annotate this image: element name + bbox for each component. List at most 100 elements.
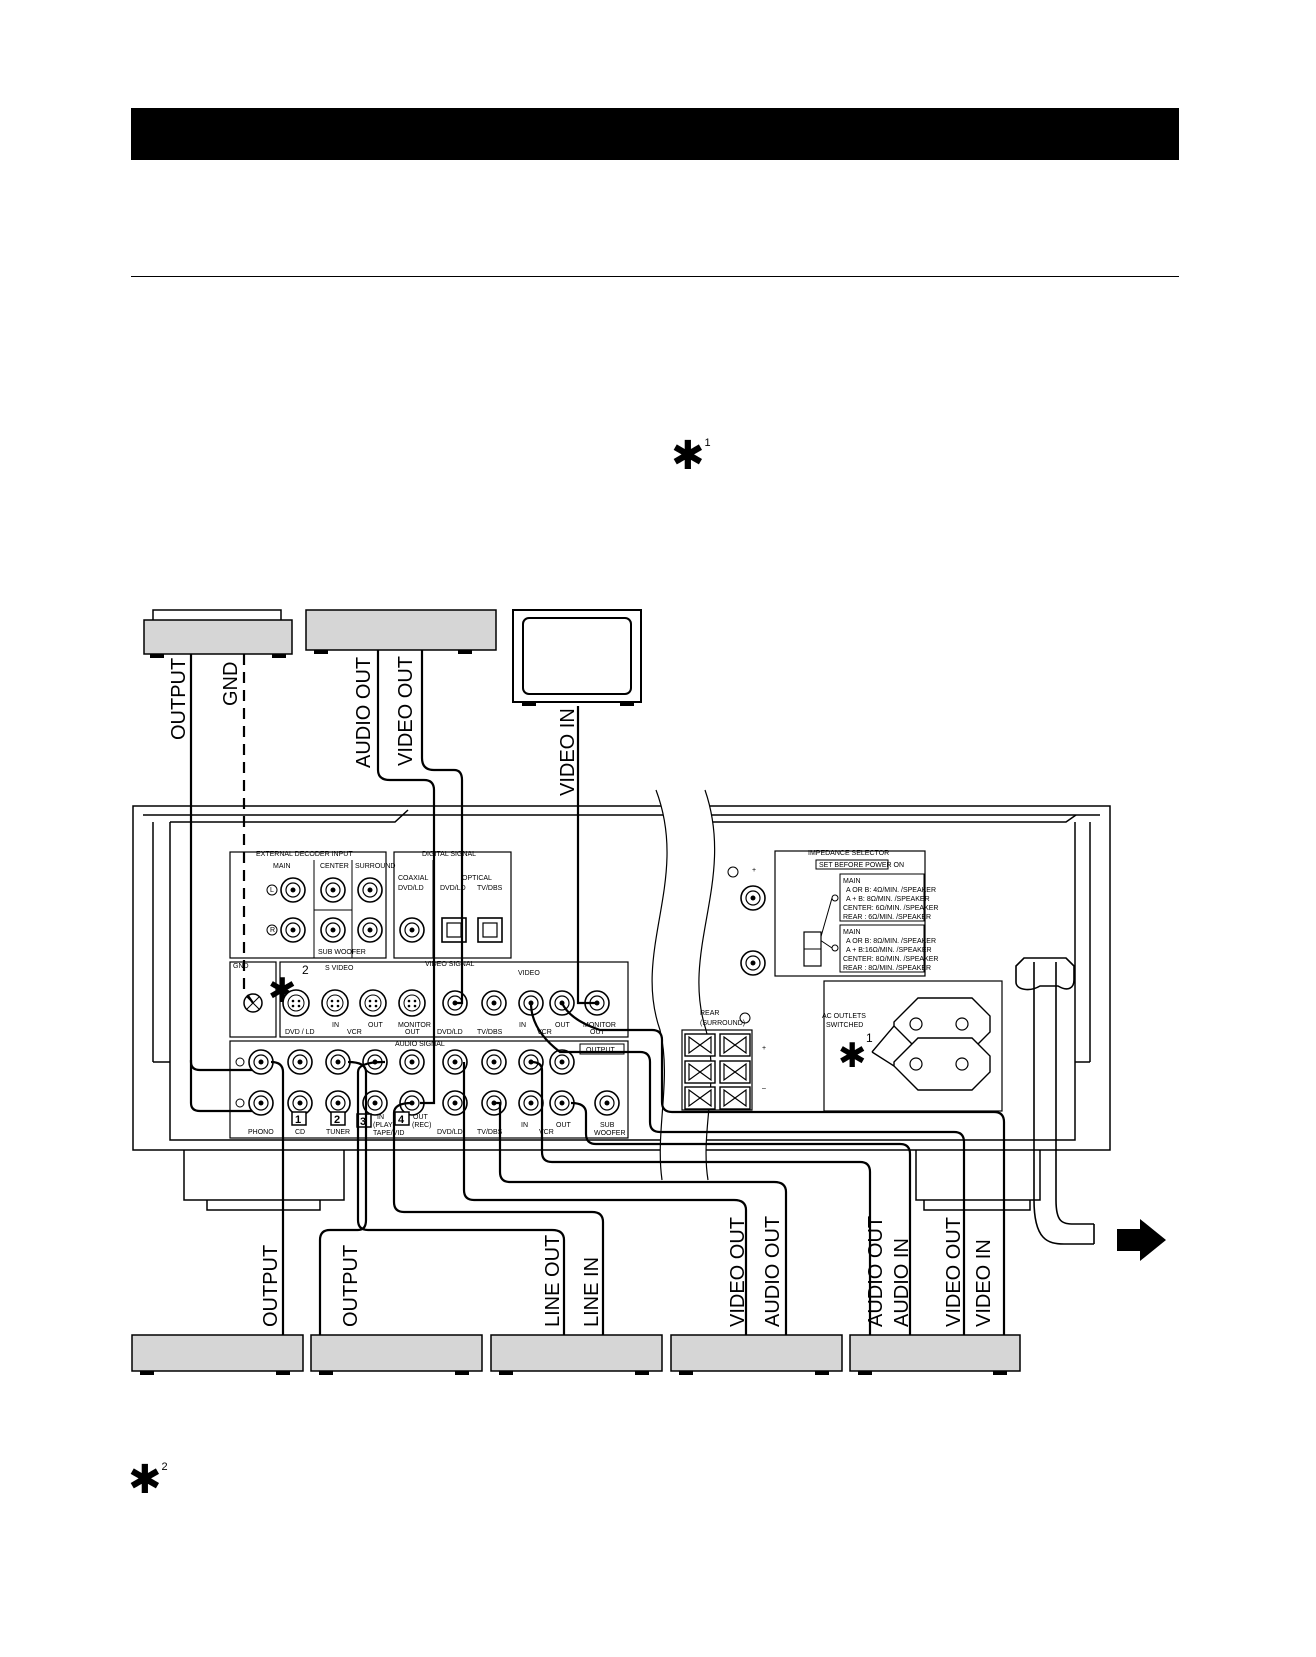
svg-text:DVD/LD: DVD/LD xyxy=(437,1029,463,1036)
svg-text:IN: IN xyxy=(377,1114,384,1121)
svg-text:IN: IN xyxy=(519,1022,526,1029)
svg-text:DVD/LD: DVD/LD xyxy=(437,1129,463,1136)
svg-text:TUNER: TUNER xyxy=(326,1129,350,1136)
svg-text:IN: IN xyxy=(521,1122,528,1129)
vcr-device xyxy=(849,1334,1021,1375)
svg-text:VIDEO: VIDEO xyxy=(518,970,540,977)
svg-text:VCR: VCR xyxy=(347,1029,362,1036)
svg-text:MAIN: MAIN xyxy=(273,863,291,870)
vcr-video-in-label: VIDEO IN xyxy=(973,1239,995,1327)
vcr-top-video-out-label: VIDEO OUT xyxy=(395,656,417,766)
svg-text:VCR: VCR xyxy=(539,1129,554,1136)
vcr-top-device xyxy=(305,609,497,654)
svg-text:VCR: VCR xyxy=(537,1029,552,1036)
video-signal-section: S VIDEO VIDEO SIGNAL VIDEO DVD / LD IN V… xyxy=(279,961,629,1038)
tape-deck-device xyxy=(490,1334,663,1375)
vcr-video-out-label: VIDEO OUT xyxy=(943,1217,965,1327)
tuner-device xyxy=(310,1334,483,1375)
svg-text:TV/DBS: TV/DBS xyxy=(477,1029,503,1036)
svg-text:+: + xyxy=(762,1045,766,1052)
svg-text:(REC): (REC) xyxy=(412,1122,431,1129)
svg-text:CD: CD xyxy=(295,1129,305,1136)
svg-text:2: 2 xyxy=(334,1114,340,1126)
vcr-audio-out-label: AUDIO OUT xyxy=(865,1216,887,1327)
dvd-video-out-label: VIDEO OUT xyxy=(727,1217,749,1327)
svg-text:DIGITAL SIGNAL: DIGITAL SIGNAL xyxy=(422,851,476,858)
svg-text:AC OUTLETS: AC OUTLETS xyxy=(822,1013,866,1020)
note-star-1: ✱1 xyxy=(671,434,711,478)
svg-text:CENTER: 8Ω/MIN. /SPEAKER: CENTER: 8Ω/MIN. /SPEAKER xyxy=(843,956,938,963)
tape-line-out-label: LINE OUT xyxy=(542,1235,564,1327)
svg-text:VIDEO SIGNAL: VIDEO SIGNAL xyxy=(425,961,475,968)
svg-text:L: L xyxy=(270,887,274,894)
svg-text:CENTER: CENTER xyxy=(320,863,349,870)
monitor-device xyxy=(512,609,642,706)
svg-text:S VIDEO: S VIDEO xyxy=(325,965,354,972)
svg-text:TAPE/VID: TAPE/VID xyxy=(373,1130,404,1137)
svg-text:AUDIO SIGNAL: AUDIO SIGNAL xyxy=(395,1041,445,1048)
svg-text:A + B: 8Ω/MIN. /SPEAKER: A + B: 8Ω/MIN. /SPEAKER xyxy=(846,896,930,903)
svg-text:OUTPUT: OUTPUT xyxy=(586,1047,616,1054)
ac-star-icon: ✱ xyxy=(838,1037,867,1075)
svg-text:–: – xyxy=(762,1085,766,1092)
dvd-audio-out-label: AUDIO OUT xyxy=(762,1216,784,1327)
svg-text:OUT: OUT xyxy=(555,1022,571,1029)
svg-text:TV/DBS: TV/DBS xyxy=(477,885,503,892)
gnd-wire xyxy=(242,654,254,1004)
svg-text:MAIN: MAIN xyxy=(843,929,861,936)
svg-text:4: 4 xyxy=(398,1114,405,1126)
svg-text:DVD / LD: DVD / LD xyxy=(285,1029,315,1036)
turntable-device xyxy=(143,609,293,658)
svg-text:MAIN: MAIN xyxy=(843,878,861,885)
svg-text:SUB WOOFER: SUB WOOFER xyxy=(318,949,366,956)
cd-device xyxy=(131,1334,304,1375)
svg-text:GND: GND xyxy=(233,963,249,970)
svg-text:PHONO: PHONO xyxy=(248,1129,274,1136)
svg-text:+: + xyxy=(752,867,756,874)
svg-text:R: R xyxy=(270,927,275,934)
svg-text:OUT: OUT xyxy=(413,1114,429,1121)
svg-text:IN: IN xyxy=(332,1022,339,1029)
svg-text:COAXIAL: COAXIAL xyxy=(398,875,428,882)
ac-outlets: AC OUTLETS SWITCHED ✱ 1 xyxy=(822,980,1003,1112)
svg-text:A OR B: 4Ω/MIN. /SPEAKER: A OR B: 4Ω/MIN. /SPEAKER xyxy=(846,887,936,894)
svg-text:2: 2 xyxy=(302,963,309,977)
svg-text:OUT: OUT xyxy=(556,1122,572,1129)
svg-text:3: 3 xyxy=(360,1116,366,1128)
svg-text:OUT: OUT xyxy=(368,1022,384,1029)
note-star-2: ✱2 xyxy=(128,1458,168,1502)
svg-text:WOOFER: WOOFER xyxy=(594,1130,626,1137)
turntable-gnd-label: GND xyxy=(220,662,242,706)
svg-text:EXTERNAL DECODER INPUT: EXTERNAL DECODER INPUT xyxy=(256,851,353,858)
arrow-right-icon xyxy=(1117,1219,1166,1261)
speaker-section: + REAR (SURROUND) + – xyxy=(681,866,766,1111)
svg-text:(PLAY): (PLAY) xyxy=(373,1122,395,1129)
tuner-output-label: OUTPUT xyxy=(340,1245,362,1327)
svg-text:OUT: OUT xyxy=(590,1029,606,1036)
vcr-audio-in-label: AUDIO IN xyxy=(891,1238,913,1327)
svg-text:TV/DBS: TV/DBS xyxy=(477,1129,503,1136)
svg-text:A + B:16Ω/MIN. /SPEAKER: A + B:16Ω/MIN. /SPEAKER xyxy=(846,947,932,954)
svg-text:REAR: REAR xyxy=(700,1010,719,1017)
svg-text:OUT: OUT xyxy=(405,1029,421,1036)
vcr-top-audio-out-label: AUDIO OUT xyxy=(353,657,375,768)
cd-output-label: OUTPUT xyxy=(260,1245,282,1327)
svg-text:REAR : 8Ω/MIN. /SPEAKER: REAR : 8Ω/MIN. /SPEAKER xyxy=(843,965,931,972)
svg-text:1: 1 xyxy=(295,1114,301,1126)
svg-text:MONITOR: MONITOR xyxy=(583,1022,616,1029)
cables xyxy=(189,650,1006,1335)
svg-text:REAR : 6Ω/MIN. /SPEAKER: REAR : 6Ω/MIN. /SPEAKER xyxy=(843,914,931,921)
monitor-video-in-label: VIDEO IN xyxy=(557,708,579,796)
turntable-output-label: OUTPUT xyxy=(168,658,190,740)
section-divider xyxy=(131,276,1179,277)
ext-decoder-section: EXTERNAL DECODER INPUT MAIN CENTER SURRO… xyxy=(229,851,395,959)
svg-text:DVD/LD: DVD/LD xyxy=(440,885,466,892)
audio-signal-section: AUDIO SIGNAL OUTPUT PHONO 1 CD 2 TUNER 3… xyxy=(229,1040,629,1139)
svg-text:CENTER: 6Ω/MIN. /SPEAKER: CENTER: 6Ω/MIN. /SPEAKER xyxy=(843,905,938,912)
svg-text:(SURROUND): (SURROUND) xyxy=(700,1020,745,1027)
dvd-device xyxy=(670,1334,843,1375)
svg-text:A OR B: 8Ω/MIN. /SPEAKER: A OR B: 8Ω/MIN. /SPEAKER xyxy=(846,938,936,945)
svg-text:SURROUND: SURROUND xyxy=(355,863,395,870)
svg-text:SUB: SUB xyxy=(600,1122,615,1129)
